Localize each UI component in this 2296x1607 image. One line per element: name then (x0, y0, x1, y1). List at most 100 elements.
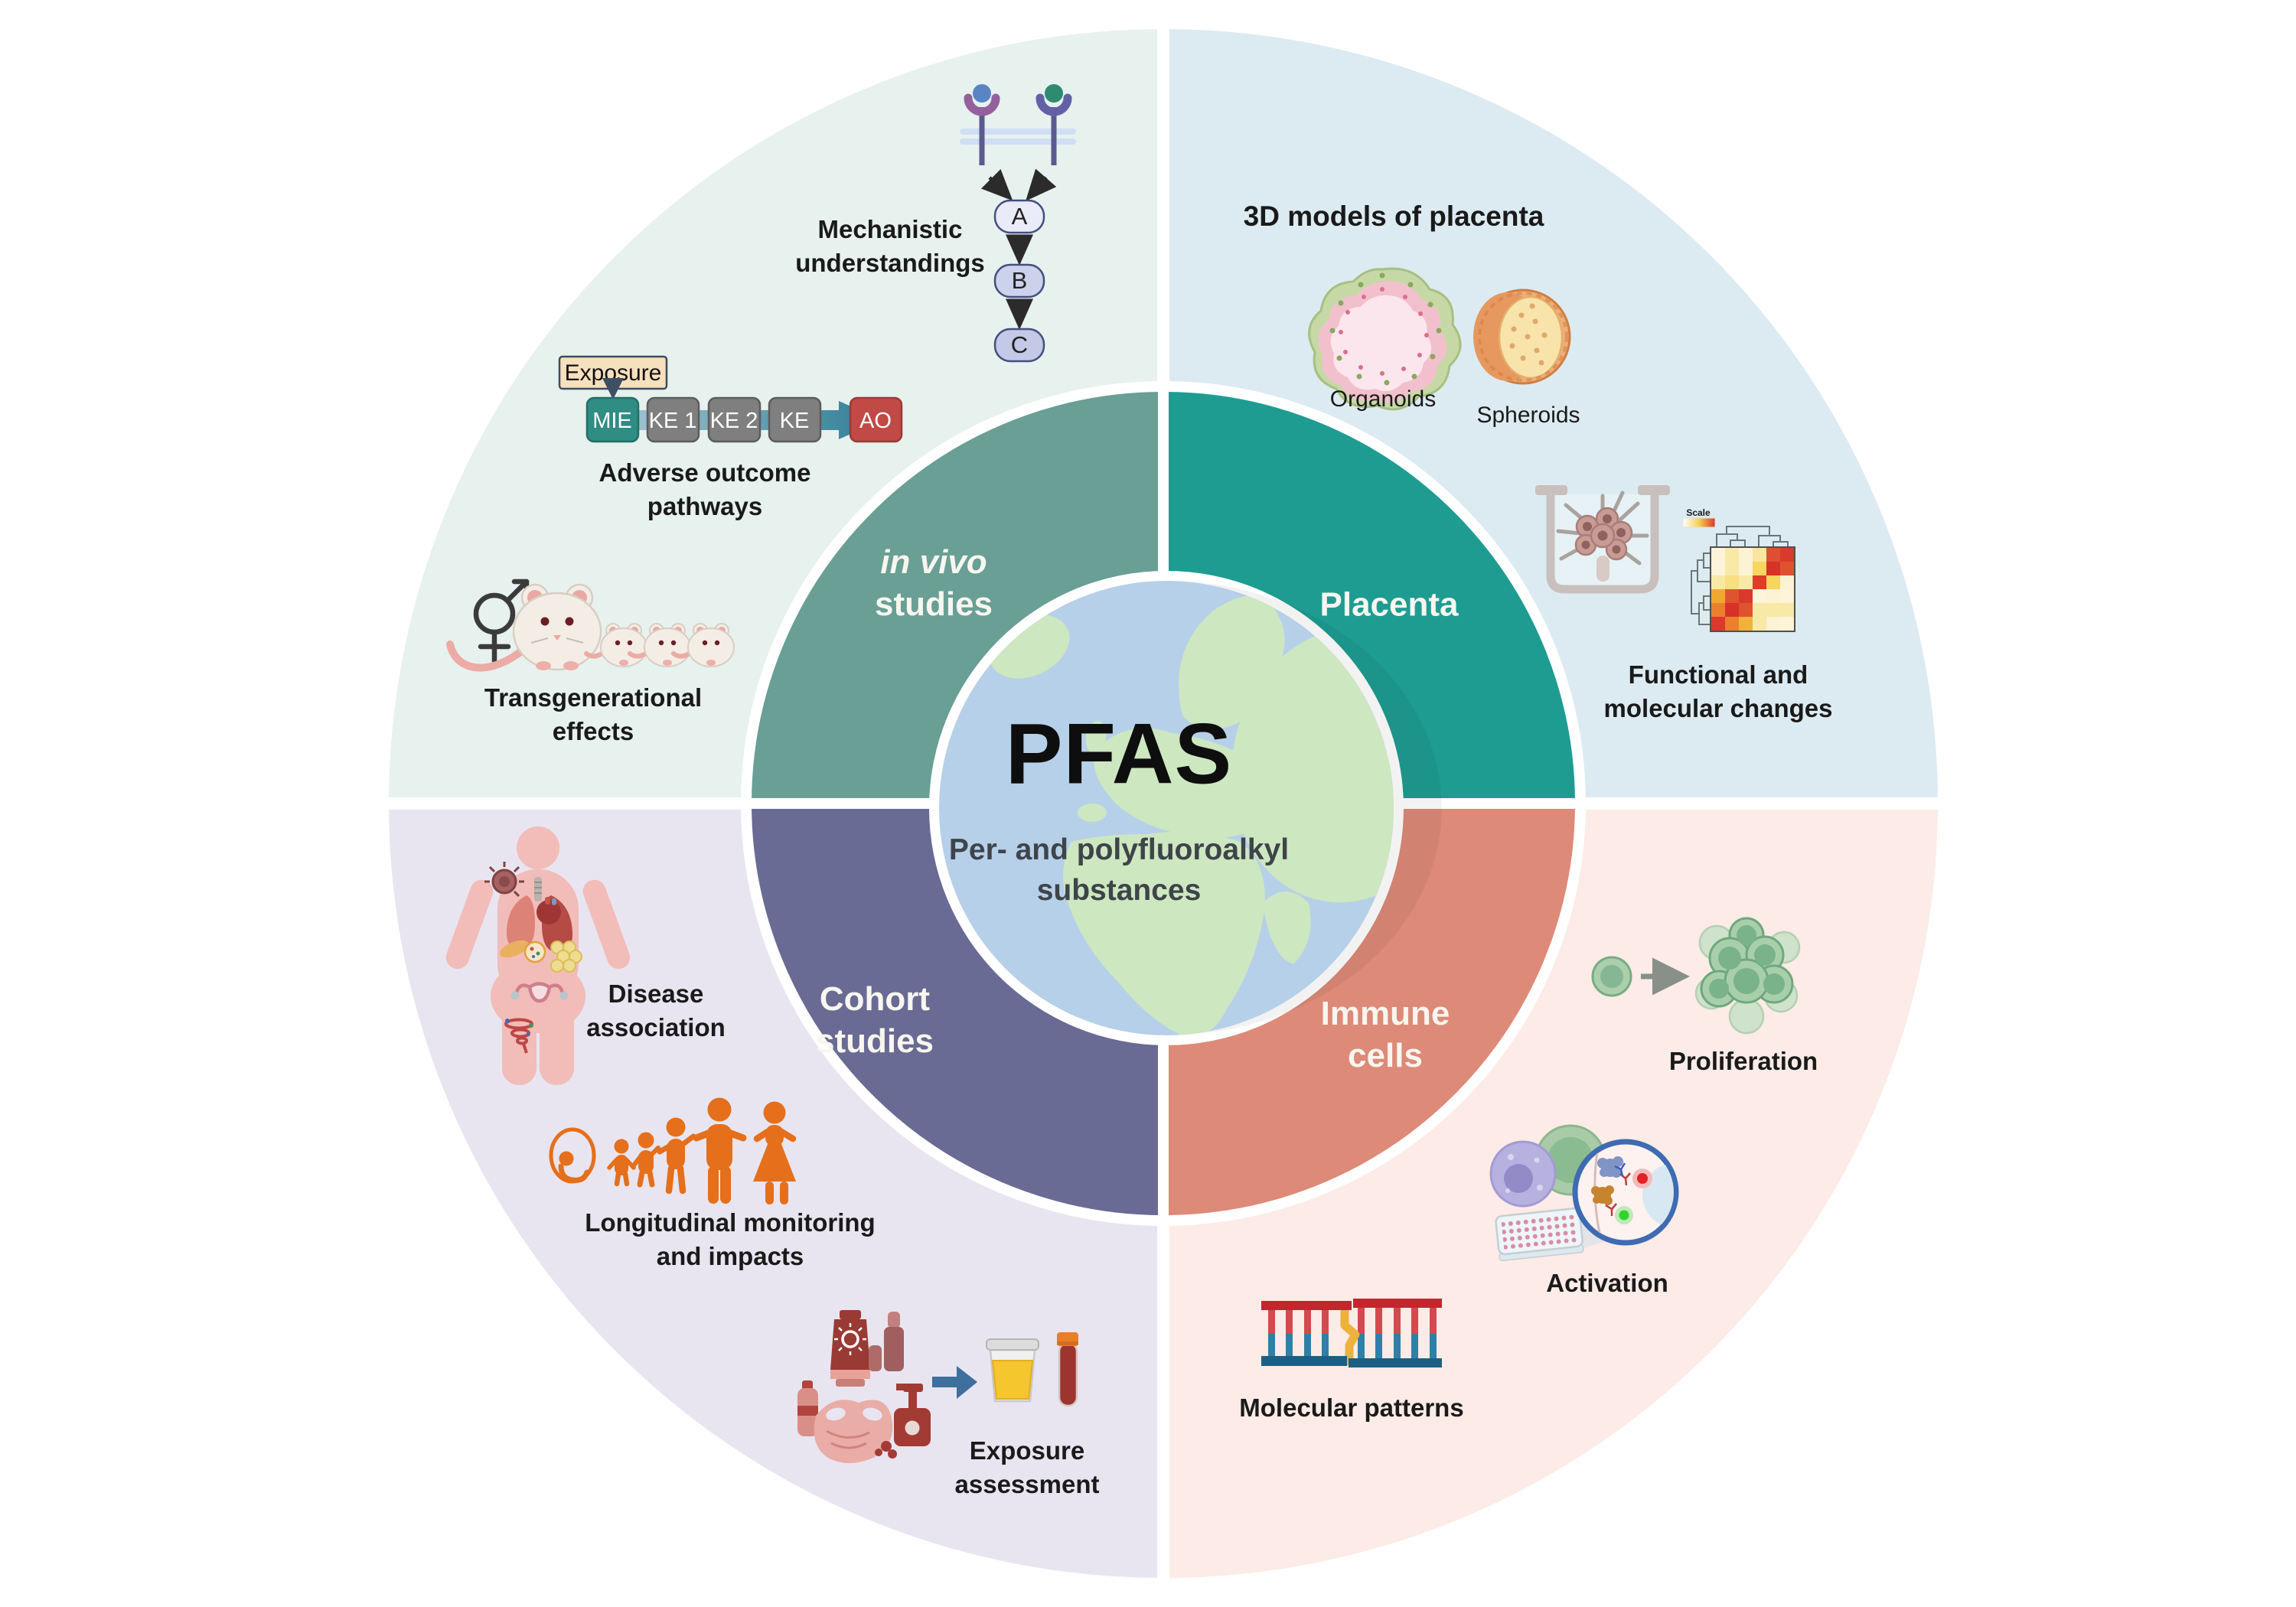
virus-icon (523, 940, 546, 963)
ring-label-cohort-line2: studies (815, 1022, 934, 1060)
flow-node-c-label: C (1011, 331, 1028, 358)
mechanistic-label-line2: understandings (795, 249, 985, 277)
gender-symbol-icon (473, 579, 530, 664)
receptor-icon (964, 84, 1000, 165)
fetus-icon (549, 1127, 596, 1184)
dendritic-cell-icon (1556, 491, 1649, 582)
magnifier-detail-icon (1572, 1139, 1679, 1246)
dna-ladder-illustration (1261, 1299, 1442, 1367)
aop-node-mie-label: MIE (592, 409, 632, 433)
heatmap-cell (1780, 589, 1794, 603)
flow-node-c (993, 328, 1045, 363)
functional-changes-line1: Functional and (1628, 660, 1808, 689)
pancreas-icon (500, 940, 529, 958)
lung-icon (506, 895, 535, 950)
ring-label-in-vivo: in vivo studies (875, 541, 993, 625)
toddler-icon (631, 1132, 660, 1188)
ring-label-in-vivo-line2: studies (874, 585, 993, 623)
man-icon (693, 1097, 747, 1204)
aop-node-mie (585, 396, 640, 443)
heatmap-cell (1739, 548, 1753, 562)
heatmap-cell (1780, 562, 1794, 575)
disease-body-illustration (445, 826, 631, 1085)
heatmap-cell (1711, 562, 1725, 575)
aop-node-ke-label: KE (780, 409, 810, 433)
plastic-bag-mask-icon (814, 1400, 893, 1463)
heatmap-cell (1739, 562, 1753, 575)
disease-association-line1: Disease (608, 980, 704, 1008)
heatmap-scale-label: Scale (1686, 507, 1711, 518)
aop-node-ke1 (646, 396, 700, 443)
heatmap-cell (1753, 575, 1766, 589)
center-title: PFAS (1005, 706, 1233, 802)
heatmap-dendrograms (1691, 526, 1789, 625)
globe (929, 571, 1442, 1045)
activation-label: Activation (1546, 1269, 1668, 1297)
mechanistic-label-line1: Mechanistic (817, 215, 963, 243)
aop-illustration: Exposure MIE KE 1 KE 2 KE AO (558, 355, 903, 443)
aop-node-ke (768, 396, 822, 443)
heatmap-cell (1753, 589, 1766, 603)
soap-dispenser-icon (875, 1384, 931, 1459)
woman-icon (753, 1101, 797, 1204)
spheroids-label: Spheroids (1476, 403, 1580, 428)
exposure-badge-label: Exposure (565, 360, 662, 386)
sunscreen-icon (830, 1310, 870, 1387)
heatmap-cell (1766, 575, 1780, 589)
flow-node-b (993, 263, 1045, 298)
heatmap-cell (1711, 589, 1725, 603)
heatmap-cell (1739, 603, 1753, 617)
heatmap-cell (1711, 603, 1725, 617)
transwell-illustration (1535, 485, 1670, 594)
organoid-illustration (1308, 267, 1462, 411)
family-growth-illustration (549, 1097, 797, 1204)
transgenerational-label-line2: effects (552, 717, 634, 745)
heatmap-cell (1739, 575, 1753, 589)
flow-node-b-label: B (1012, 267, 1028, 294)
ring-label-cohort-line1: Cohort (819, 980, 931, 1018)
aop-node-ao (849, 396, 903, 443)
receptor-icon (1035, 84, 1072, 165)
molecular-patterns-label: Molecular patterns (1239, 1393, 1464, 1422)
immune-cell-icon (1489, 1140, 1557, 1208)
aop-label-line2: pathways (647, 492, 763, 520)
center-subtitle: Per- and polyfluoroalkyl substances (949, 830, 1289, 911)
aop-label: Adverse outcome pathways (599, 456, 811, 523)
heatmap-cell (1711, 617, 1725, 631)
urine-cup-icon (986, 1338, 1039, 1403)
heatmap-cell (1725, 575, 1739, 589)
heatmap-cell (1766, 589, 1780, 603)
heatmap-cell (1753, 617, 1766, 631)
exposure-products-illustration (797, 1310, 1078, 1463)
proliferation-label: Proliferation (1668, 1047, 1818, 1075)
heart-icon (536, 900, 561, 924)
globe-landmasses (940, 595, 1394, 1035)
transgenerational-label-line1: Transgenerational (484, 683, 703, 712)
flow-node-a (993, 199, 1045, 234)
exposure-assessment-line2: assessment (954, 1470, 1100, 1498)
heatmap-cell (1766, 603, 1780, 617)
exposure-assessment-line1: Exposure (969, 1436, 1085, 1465)
longitudinal-line2: and impacts (656, 1242, 804, 1270)
heatmap-cell (1739, 589, 1753, 603)
heatmap-cell (1711, 575, 1725, 589)
exposure-assessment-label: Exposure assessment (955, 1434, 1100, 1501)
ring-label-immune-line1: Immune (1320, 995, 1450, 1032)
activation-illustration (1489, 1124, 1679, 1262)
heatmap-cell (1725, 562, 1739, 575)
heatmap-cell (1766, 548, 1780, 562)
spheroid-illustration (1473, 288, 1571, 385)
heatmap-cell (1780, 617, 1794, 631)
aop-node-ke1-label: KE 1 (649, 409, 697, 433)
heatmap-cell (1753, 548, 1766, 562)
mouse-pup (671, 623, 735, 667)
heatmap-cell (1725, 603, 1739, 617)
longitudinal-label: Longitudinal monitoring and impacts (585, 1206, 875, 1273)
heatmap-cell (1753, 562, 1766, 575)
heatmap-cell (1753, 603, 1766, 617)
arrow-right-icon (932, 1366, 977, 1399)
functional-changes-line2: molecular changes (1603, 694, 1833, 722)
dna-mutation-icon (1340, 1309, 1360, 1365)
